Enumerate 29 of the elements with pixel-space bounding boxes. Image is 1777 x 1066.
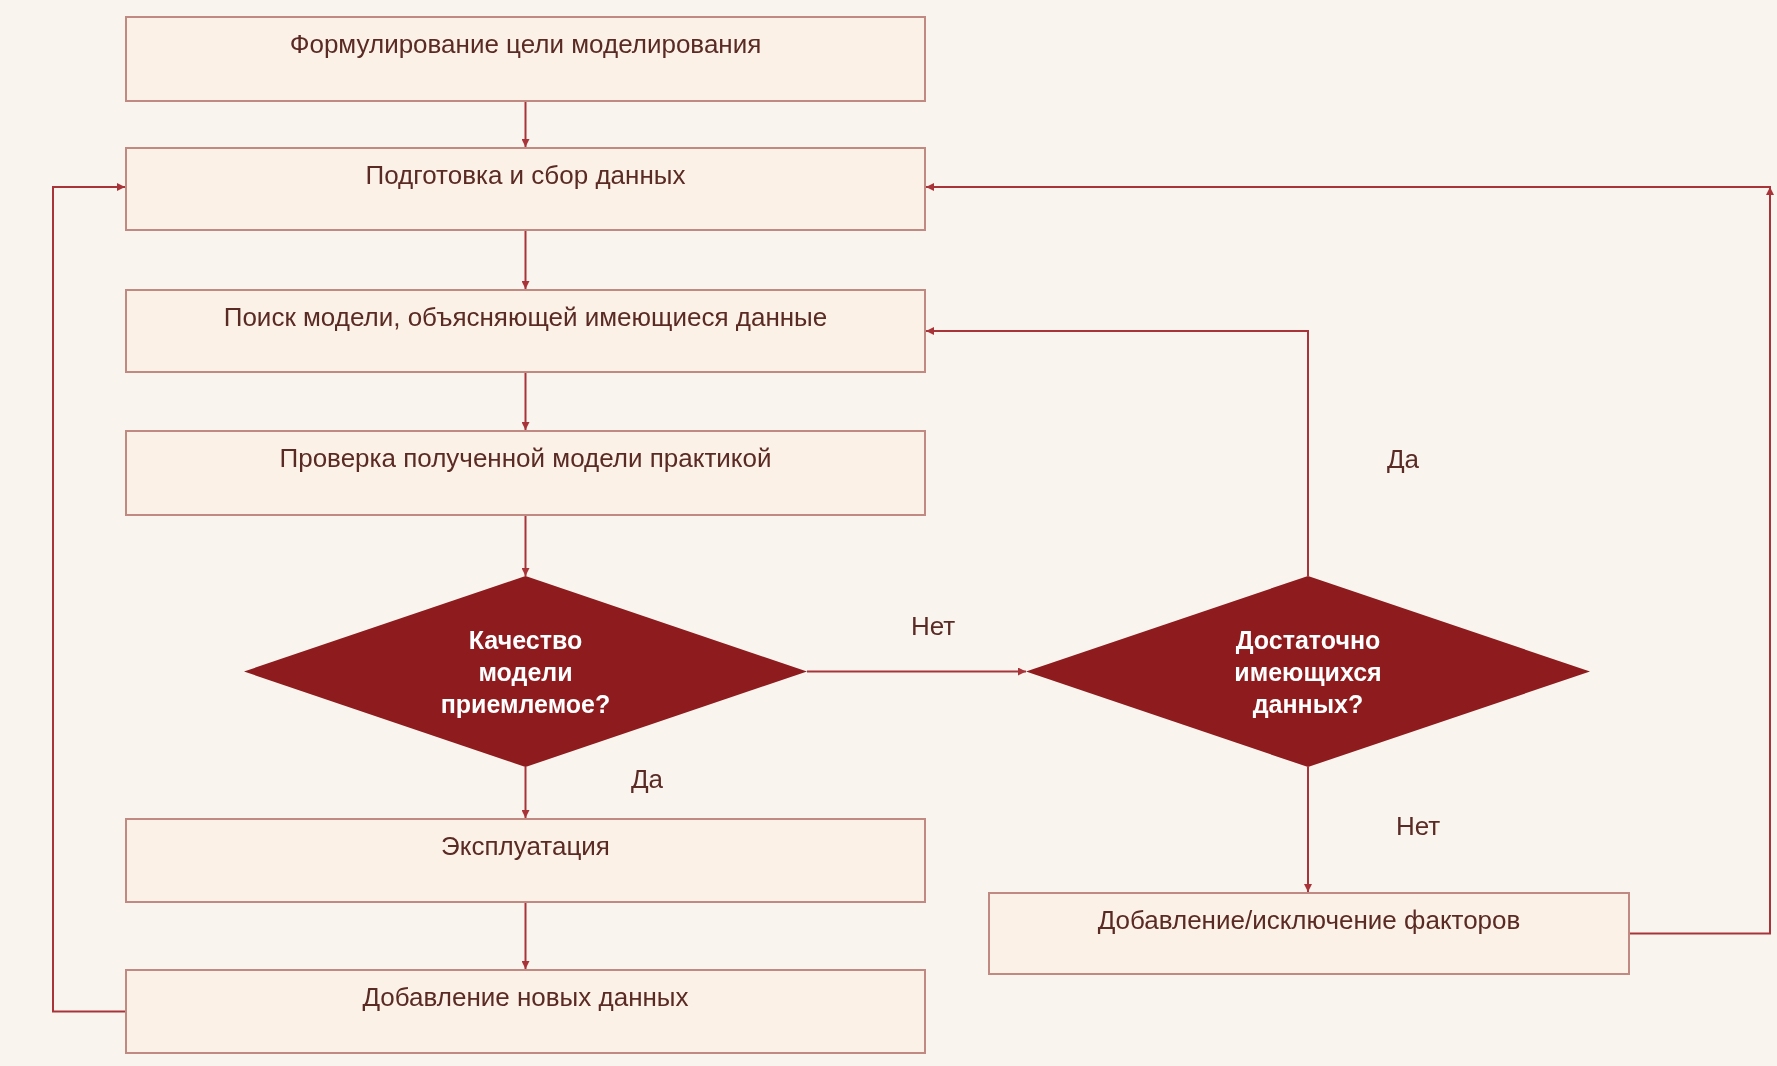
arrow — [521, 766, 530, 819]
process-text: Добавление/исключение факторов — [1097, 904, 1521, 936]
arrow — [52, 183, 126, 1013]
process-box — [988, 892, 1630, 975]
decision-text: Достаточно имеющихся данных? — [1233, 624, 1383, 720]
process-text: Добавление новых данных — [362, 981, 689, 1013]
decision-diamond — [244, 576, 807, 767]
process-box — [125, 147, 926, 231]
decision-text: Качество модели приемлемое? — [439, 624, 612, 720]
process-text: Эксплуатация — [441, 830, 610, 862]
process-box — [125, 16, 926, 102]
arrow — [1304, 766, 1312, 893]
arrow — [521, 230, 530, 290]
arrow — [521, 372, 530, 431]
process-text: Формулирование цели моделирования — [289, 28, 762, 60]
process-box — [125, 430, 926, 516]
arrow — [925, 183, 1774, 935]
arrow — [521, 101, 530, 148]
process-box — [125, 818, 926, 903]
arrow — [806, 667, 1027, 676]
decision-diamond — [1026, 576, 1590, 767]
process-text: Поиск модели, объясняющей имеющиеся данные — [223, 301, 828, 333]
arrow — [521, 902, 530, 970]
process-box — [125, 969, 926, 1054]
process-text: Проверка полученной модели практикой — [279, 442, 772, 474]
arrow — [925, 327, 1309, 577]
process-box — [125, 289, 926, 373]
arrow — [521, 515, 530, 577]
process-text: Подготовка и сбор данных — [365, 159, 686, 191]
